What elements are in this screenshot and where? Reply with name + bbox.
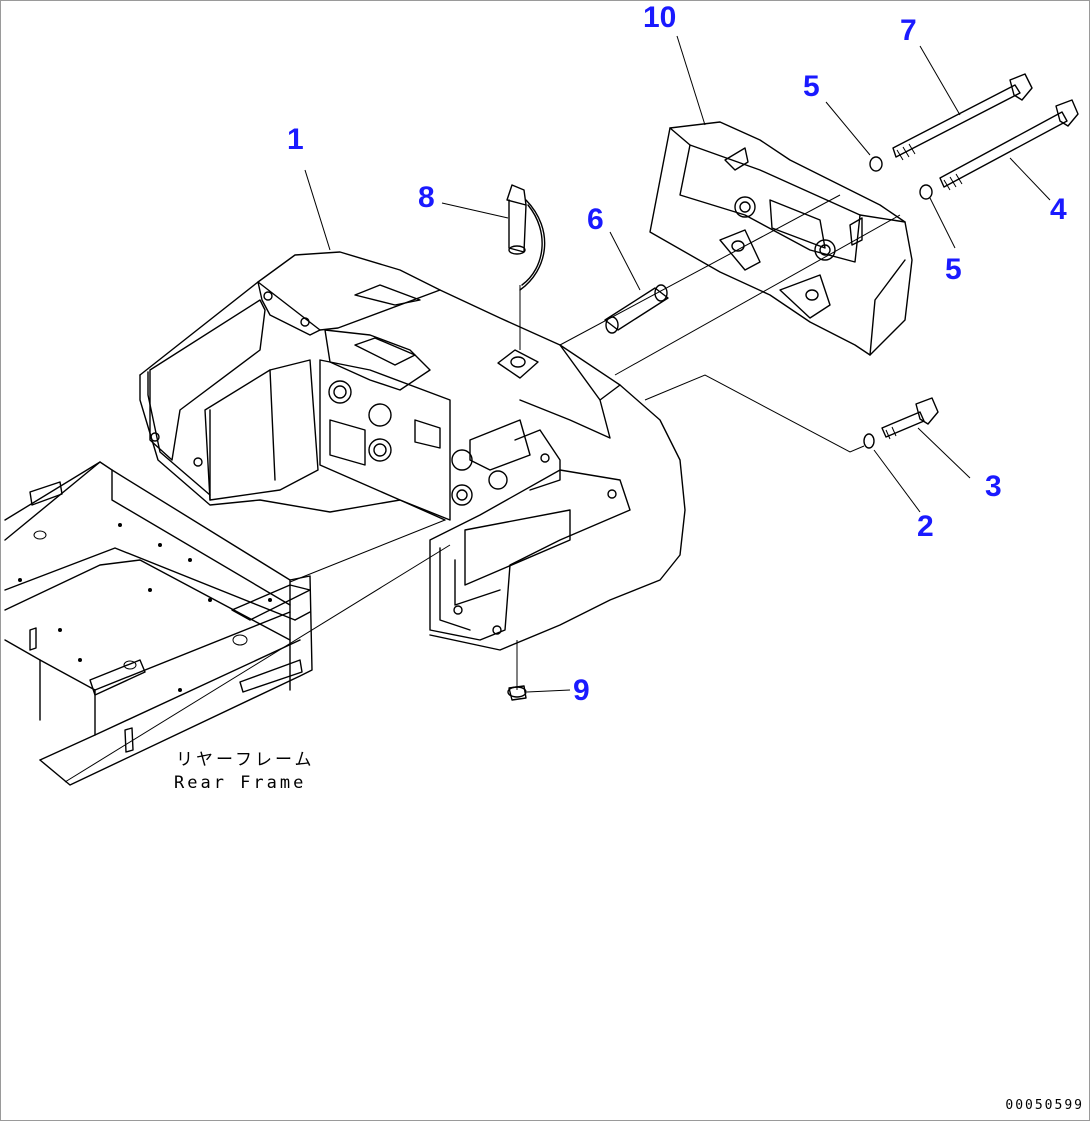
callout-7: 7 <box>900 14 917 47</box>
document-number: 00050599 <box>1005 1098 1084 1113</box>
callout-9: 9 <box>573 674 590 707</box>
lifting-pin <box>506 184 546 291</box>
callout-5-lower: 5 <box>945 253 962 286</box>
plug <box>507 685 527 701</box>
callout-4: 4 <box>1050 193 1067 226</box>
counterweight <box>139 251 686 651</box>
bolt-4 <box>939 99 1079 191</box>
callout-10: 10 <box>643 1 677 34</box>
bolt-3 <box>881 397 939 440</box>
assembly-centerlines <box>64 194 901 783</box>
callout-5-upper: 5 <box>803 70 820 103</box>
weight-block <box>649 121 913 356</box>
callout-2: 2 <box>917 510 934 543</box>
callout-1: 1 <box>287 123 304 156</box>
callout-6: 6 <box>587 203 604 236</box>
caption-rear-frame-en: Rear Frame <box>174 773 307 793</box>
callout-3: 3 <box>985 470 1002 503</box>
callout-8: 8 <box>418 181 435 214</box>
pin <box>604 284 669 334</box>
rear-frame <box>4 461 313 786</box>
leader-lines <box>304 35 1051 693</box>
washer-5-upper <box>869 156 883 172</box>
bolt-7 <box>892 73 1033 161</box>
washer-5-lower <box>919 184 933 200</box>
caption-rear-frame-jp: リヤーフレーム <box>176 750 315 770</box>
washer-2 <box>863 433 875 449</box>
